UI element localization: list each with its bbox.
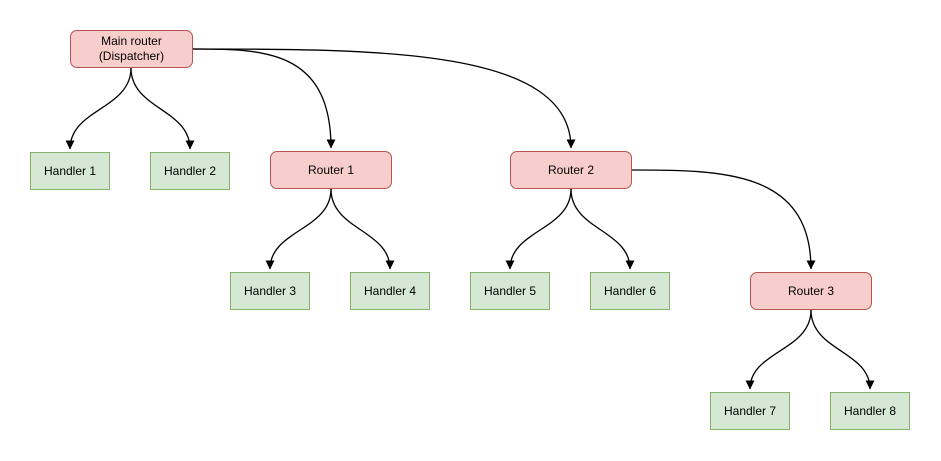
node-router-2: Router 2 bbox=[510, 151, 632, 189]
edge-main-to-handler2 bbox=[130, 67, 195, 150]
node-router-2-label: Router 2 bbox=[547, 162, 595, 177]
edge-router2-to-router3 bbox=[631, 169, 816, 270]
node-handler-1-label: Handler 1 bbox=[43, 163, 97, 178]
node-handler-1: Handler 1 bbox=[30, 152, 110, 190]
node-handler-7-label: Handler 7 bbox=[723, 403, 777, 418]
node-handler-5-label: Handler 5 bbox=[483, 283, 537, 298]
node-handler-3: Handler 3 bbox=[230, 272, 310, 310]
node-router-1-label: Router 1 bbox=[307, 162, 355, 177]
node-handler-4-label: Handler 4 bbox=[363, 283, 417, 298]
node-router-3: Router 3 bbox=[750, 272, 872, 310]
edge-router2-to-handler5 bbox=[505, 188, 572, 270]
node-handler-7: Handler 7 bbox=[710, 392, 790, 430]
node-main-router-label-line1: Main router bbox=[101, 34, 162, 48]
edge-router1-to-handler3 bbox=[265, 188, 332, 270]
node-main-router: Main router (Dispatcher) bbox=[70, 30, 193, 68]
edge-main-to-handler1 bbox=[65, 67, 132, 150]
edge-router3-to-handler8 bbox=[810, 309, 875, 390]
node-handler-2: Handler 2 bbox=[150, 152, 230, 190]
node-handler-6: Handler 6 bbox=[590, 272, 670, 310]
edge-router1-to-handler4 bbox=[330, 188, 395, 270]
edge-router3-to-handler7 bbox=[745, 309, 812, 390]
node-main-router-label-line2: (Dispatcher) bbox=[98, 49, 165, 63]
node-handler-5: Handler 5 bbox=[470, 272, 550, 310]
node-router-1: Router 1 bbox=[270, 151, 392, 189]
node-router-3-label: Router 3 bbox=[787, 283, 835, 298]
node-handler-6-label: Handler 6 bbox=[603, 283, 657, 298]
edge-main-to-router2 bbox=[192, 48, 576, 149]
node-handler-2-label: Handler 2 bbox=[163, 163, 217, 178]
node-handler-3-label: Handler 3 bbox=[243, 283, 297, 298]
edge-router2-to-handler6 bbox=[570, 188, 635, 270]
edge-main-to-router1 bbox=[192, 48, 336, 149]
node-handler-4: Handler 4 bbox=[350, 272, 430, 310]
node-handler-8-label: Handler 8 bbox=[843, 403, 897, 418]
node-handler-8: Handler 8 bbox=[830, 392, 910, 430]
